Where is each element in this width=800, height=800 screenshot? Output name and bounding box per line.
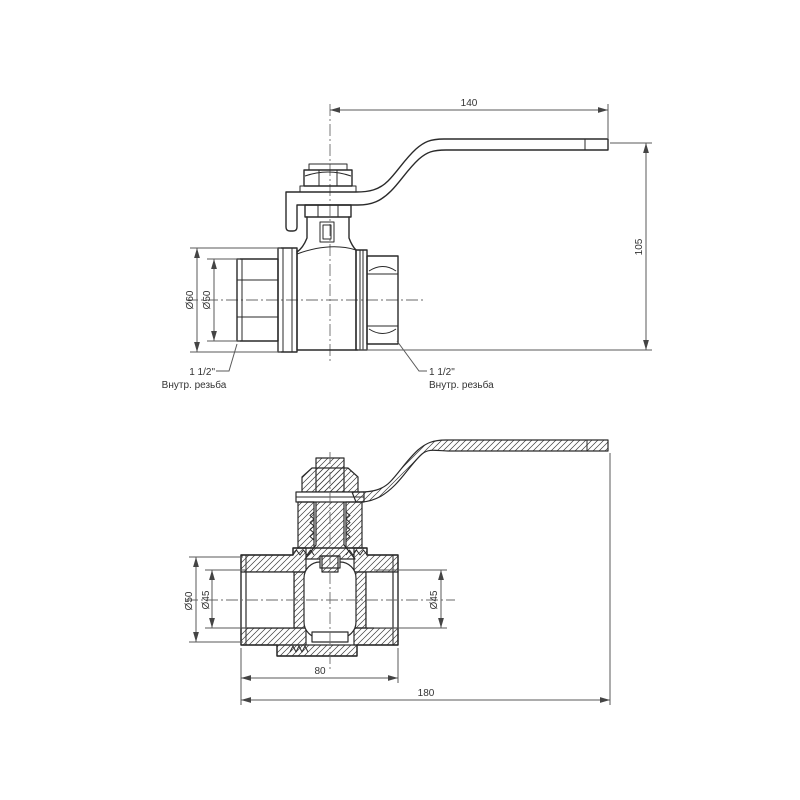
dim-outer-diameter: Ø50 <box>184 556 243 643</box>
valve-handle <box>285 138 609 232</box>
thread-left-size: 1 1/2" <box>189 367 215 378</box>
bottom-thread <box>289 645 309 653</box>
dim-bore-left: Ø45 <box>201 569 247 629</box>
handle-section <box>351 439 609 503</box>
nut-washer <box>299 185 357 193</box>
body-section-outline <box>240 547 399 657</box>
dim-height: 105 <box>358 142 652 351</box>
left-port <box>236 258 279 342</box>
dim-handle-length: 140 <box>330 98 609 138</box>
dim-80-label: 80 <box>314 666 326 677</box>
bottom-gland-section <box>276 644 358 657</box>
dim-flange-diameter: Ø60 <box>185 247 281 353</box>
thread-right-size: 1 1/2" <box>429 367 455 378</box>
stem-nut-facets <box>304 170 352 186</box>
gland-nut-facets <box>317 205 339 217</box>
wall-left-bottom <box>240 627 307 646</box>
left-port-lines <box>237 259 278 341</box>
bonnet-thread-right <box>345 549 368 556</box>
bonnet-thread-left <box>292 549 315 556</box>
thread-right-type: Внутр. резьба <box>429 379 494 391</box>
thread-label-left: 1 1/2" Внутр. резьба <box>162 343 238 391</box>
dim-105-label: 105 <box>634 238 645 255</box>
gland-right-section <box>345 501 363 549</box>
wall-left-top <box>240 547 307 573</box>
dim-port-diameter: Ø50 <box>202 258 240 342</box>
dim-d45-right-label: Ø45 <box>429 590 440 609</box>
dim-140-label: 140 <box>461 98 478 109</box>
valve-neck <box>296 216 357 253</box>
wall-right-bottom <box>353 627 399 646</box>
stem-top-washer <box>308 163 348 171</box>
dim-overall-length: 180 <box>240 453 611 705</box>
body-shoulder <box>296 246 357 255</box>
wall-right-top <box>353 547 399 573</box>
dim-body-length: 80 <box>241 648 399 683</box>
right-hex-coupling <box>366 255 399 345</box>
hex-facets <box>367 266 398 334</box>
dim-d45-left-label: Ø45 <box>201 590 212 609</box>
dim-d50-label: Ø50 <box>202 290 213 309</box>
dim-180-label: 180 <box>418 688 435 699</box>
gland-nut <box>304 204 352 218</box>
stem-indicator-outer <box>319 221 335 243</box>
gland-left-section <box>297 501 315 549</box>
gland-thread-right <box>345 511 351 541</box>
section-view: Ø50 Ø45 Ø45 80 180 <box>184 439 611 705</box>
stem-indicator-inner <box>322 224 332 240</box>
right-ring-lines <box>359 250 364 350</box>
dim-d60-label: Ø60 <box>185 290 196 309</box>
side-view: 140 105 Ø60 Ø50 1 1/2" Внутр. резьба <box>162 98 652 391</box>
gland-thread-left <box>309 511 315 541</box>
thread-left-type: Внутр. резьба <box>162 379 227 391</box>
thread-label-right: 1 1/2" Внутр. резьба <box>396 340 494 391</box>
dim-d50-section-label: Ø50 <box>184 591 195 610</box>
left-flange-lines <box>282 248 293 352</box>
dim-bore-right: Ø45 <box>374 569 447 629</box>
